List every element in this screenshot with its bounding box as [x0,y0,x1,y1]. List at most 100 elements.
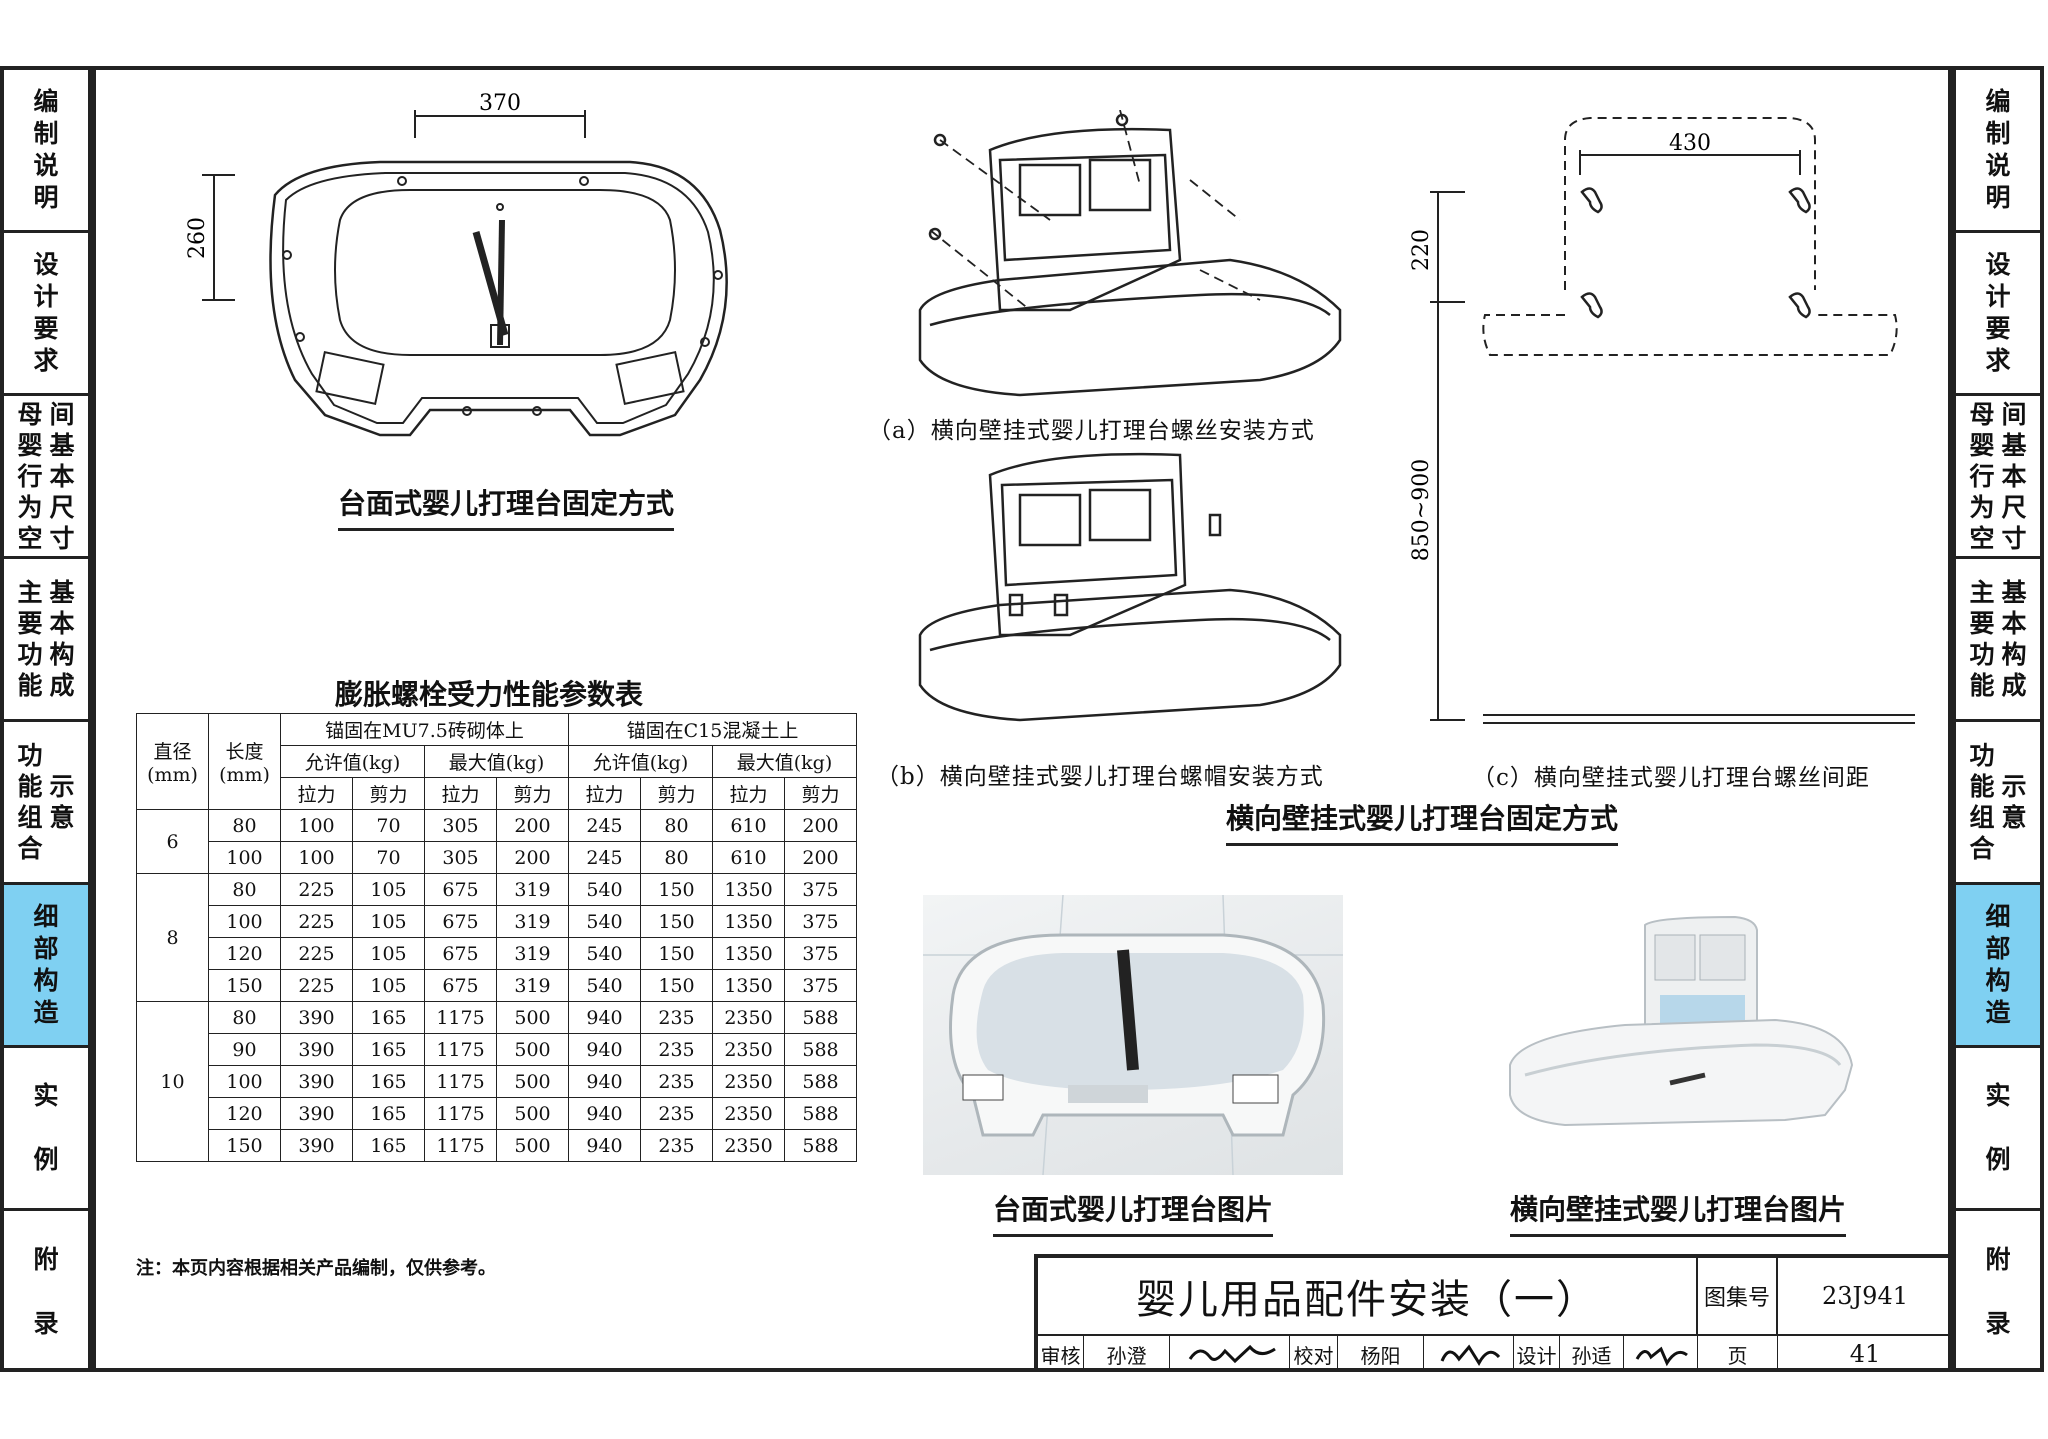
sidebar-item-combination[interactable]: 功能组合示意 [1956,722,2040,885]
table-cell: 390 [280,1065,353,1098]
table-cell: 235 [640,1001,713,1034]
signature-image [1440,1344,1500,1366]
wall-a-caption: （a）横向壁挂式婴儿打理台螺丝安装方式 [868,418,1315,444]
table-cell: 150 [640,969,713,1002]
table-cell: 225 [280,937,353,970]
header-masonry: 锚固在MU7.5砖砌体上 [280,713,569,746]
dim-260: 260 [185,217,210,259]
table-cell: 1350 [712,905,785,938]
sidebar-item-compilation[interactable]: 编 制 说 明 [4,70,88,233]
table-cell: 80 [640,809,713,842]
countertop-photo [923,895,1343,1175]
table-cell: 150 [640,937,713,970]
table-cell: 2350 [712,1065,785,1098]
wall-mount-photo [1505,915,1857,1135]
table-cell: 105 [352,969,425,1002]
table-cell: 540 [568,969,641,1002]
dim-850-900: 850~900 [1409,459,1434,561]
table-cell: 225 [280,873,353,906]
table-cell: 1350 [712,969,785,1002]
header-shear: 剪力 [352,777,425,810]
header-allowable: 允许值(kg) [568,745,713,778]
dim-220: 220 [1409,229,1434,271]
table-cell: 1175 [424,1033,497,1066]
table-cell: 305 [424,809,497,842]
header-tension: 拉力 [568,777,641,810]
table-cell: 200 [784,841,857,874]
sidebar-item-space[interactable]: 母婴行为空间基本尺寸 [1956,396,2040,559]
sidebar-item-examples[interactable]: 实 例 [1956,1048,2040,1211]
table-cell: 588 [784,1033,857,1066]
sidebar-item-function[interactable]: 主要功能基本构成 [1956,559,2040,722]
table-cell: 390 [280,1097,353,1130]
table-cell: 105 [352,873,425,906]
table-cell: 375 [784,905,857,938]
table-cell: 500 [496,1001,569,1034]
countertop-diagram: 370 260 [185,91,728,437]
sidebar-item-design[interactable]: 设 计 要 求 [1956,233,2040,396]
table-cell: 500 [496,1129,569,1162]
wall-mount-c-diagram: 430 220 850~900 [1409,117,1915,724]
table-cell: 390 [280,1129,353,1162]
table-cell: 200 [496,841,569,874]
table-cell: 165 [352,1001,425,1034]
drawing-title: 婴儿用品配件安装（一） [1038,1258,1698,1336]
table-cell: 165 [352,1097,425,1130]
wall-fixing-caption: 横向壁挂式婴儿打理台固定方式 [1226,797,1619,846]
table-cell: 70 [352,809,425,842]
table-cell: 1350 [712,937,785,970]
table-cell: 150 [640,905,713,938]
sidebar-item-appendix[interactable]: 附 录 [1985,1244,2011,1338]
table-cell: 165 [352,1033,425,1066]
sidebar-item-combination[interactable]: 功能组合示意 [4,722,88,885]
table-cell: 235 [640,1033,713,1066]
sidebar-item-examples[interactable]: 实 例 [4,1048,88,1211]
table-cell: 80 [208,873,281,906]
table-cell: 588 [784,1129,857,1162]
bolt-parameter-table: 直径 (mm)长度 (mm)锚固在MU7.5砖砌体上锚固在C15混凝土上允许值(… [136,713,857,1162]
sidebar-item-details[interactable]: 细 部 构 造 [1956,885,2040,1048]
sidebar-item-function[interactable]: 主要功能基本构成 [4,559,88,722]
sidebar-item-compilation[interactable]: 编 制 说 明 [1956,70,2040,233]
sidebar-item-appendix[interactable]: 附 录 [33,1244,59,1338]
header-length: 长度 (mm) [208,713,281,810]
sidebar-item-space[interactable]: 母婴行为空间基本尺寸 [4,396,88,559]
countertop-caption: 台面式婴儿打理台固定方式 [338,482,675,531]
designer-name: 孙适 [1560,1336,1624,1372]
checker-name: 杨阳 [1338,1336,1424,1372]
table-cell: 675 [424,937,497,970]
table-cell: 675 [424,873,497,906]
table-cell: 540 [568,873,641,906]
dim-430: 430 [1669,131,1711,156]
table-cell: 390 [280,1001,353,1034]
atlas-no: 23J941 [1778,1258,1952,1336]
table-cell: 2350 [712,1033,785,1066]
table-cell: 1175 [424,1001,497,1034]
sidebar-item-design[interactable]: 设 计 要 求 [4,233,88,396]
table-cell: 150 [640,873,713,906]
page-number: 41 [1849,1340,1881,1368]
table-cell: 540 [568,937,641,970]
table-cell: 90 [208,1033,281,1066]
table-cell: 1350 [712,873,785,906]
page-label: 页 [1698,1336,1778,1372]
table-cell: 235 [640,1097,713,1130]
wall-mount-photo-art [1509,915,1854,1127]
sidebar-item-details[interactable]: 细 部 构 造 [4,885,88,1048]
table-header-row: 允许值(kg)最大值(kg)允许值(kg)最大值(kg) [137,745,857,778]
table-cell: 245 [568,841,641,874]
table-cell: 80 [640,841,713,874]
table-cell: 940 [568,1001,641,1034]
table-cell: 100 [208,1065,281,1098]
table-cell: 165 [352,1065,425,1098]
review-label: 审核 [1038,1336,1084,1372]
header-shear: 剪力 [640,777,713,810]
countertop-photo-caption: 台面式婴儿打理台图片 [993,1188,1274,1237]
table-cell: 120 [208,937,281,970]
table-cell: 100 [280,809,353,842]
header-shear: 剪力 [784,777,857,810]
